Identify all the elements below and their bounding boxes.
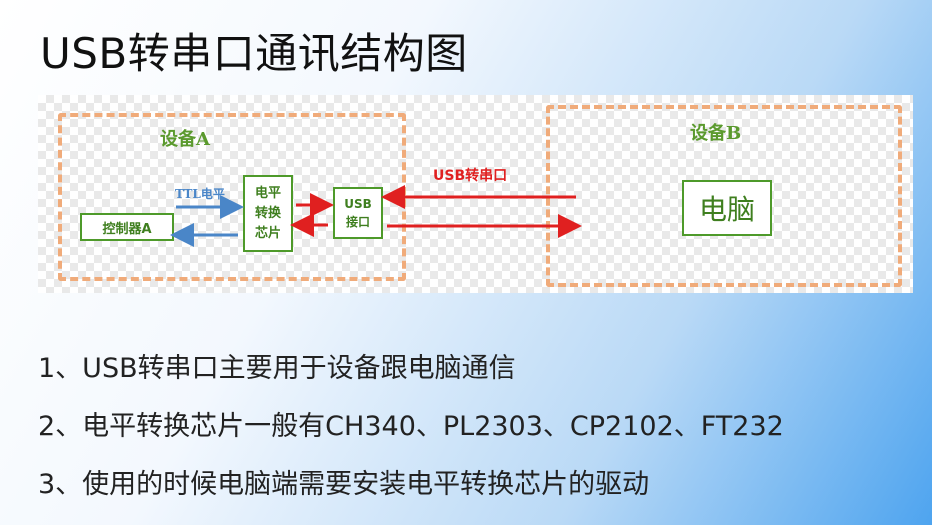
level-converter-chip-box: 电平 转换 芯片 <box>243 175 293 252</box>
connection-arrows <box>170 185 582 247</box>
usb-port-label: USB 接口 <box>344 197 372 229</box>
controller-a-label: 控制器A <box>102 221 152 237</box>
usb-serial-diagram: 设备A 设备B TTL电平 USB转串口 控制器A 电平 转换 芯片 USB 接… <box>38 95 913 293</box>
device-a-label: 设备A <box>160 129 210 150</box>
device-b-label: 设备B <box>690 123 742 144</box>
level-converter-chip-label: 电平 转换 芯片 <box>254 185 281 241</box>
ttl-level-label: TTL电平 <box>175 187 225 201</box>
bullet-item: 2、电平转换芯片一般有CH340、PL2303、CP2102、FT232 <box>38 411 784 442</box>
pc-box: 电脑 <box>682 180 772 236</box>
slide-title: USB转串口通讯结构图 <box>40 29 468 78</box>
bullet-list: 1、USB转串口主要用于设备跟电脑通信 2、电平转换芯片一般有CH340、PL2… <box>38 340 784 514</box>
usb-serial-label: USB转串口 <box>433 168 508 184</box>
bullet-item: 1、USB转串口主要用于设备跟电脑通信 <box>38 353 516 384</box>
bullet-item: 3、使用的时候电脑端需要安装电平转换芯片的驱动 <box>38 469 650 500</box>
pc-label: 电脑 <box>698 193 755 226</box>
usb-port-box: USB 接口 <box>333 187 383 239</box>
